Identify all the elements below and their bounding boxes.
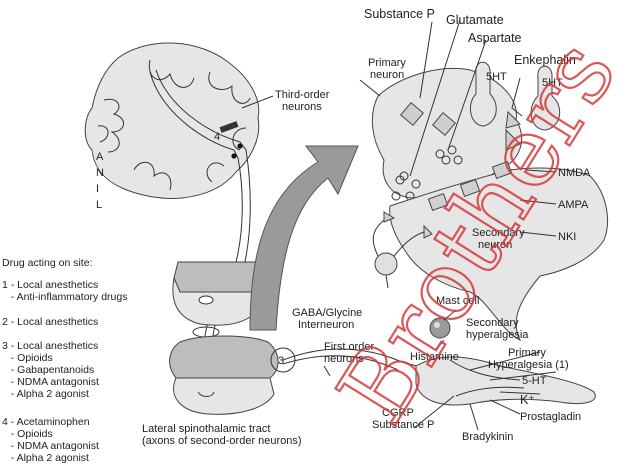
5ht-label-3: 5-HT <box>522 375 547 387</box>
glutamate-label: Glutamate <box>446 13 504 27</box>
primary-hyperalgesia-label-1: Primary <box>508 347 546 359</box>
synapse-dot <box>237 143 242 148</box>
drug-line: 4 - Acetaminophen <box>2 416 90 428</box>
drug-line: 3 - Local anesthetics <box>2 340 98 352</box>
brain-cortex <box>85 43 259 198</box>
third-order-label-1: Third-order <box>275 89 330 101</box>
drug-line: 1 - Local anesthetics <box>2 279 98 291</box>
anil-l: L <box>96 199 102 211</box>
lower-spinal-segment <box>170 336 295 414</box>
prostagladin-label: Prostagladin <box>520 411 581 423</box>
drug-line: - Gabapentanoids <box>2 364 94 376</box>
drug-line: - Opioids <box>2 352 53 364</box>
drug-line: 2 - Local anesthetics <box>2 316 98 328</box>
gaba-label-1: GABA/Glycine <box>292 307 362 319</box>
primary-neuron-label-1: Primary <box>368 57 406 69</box>
drug-list-title: Drug acting on site: <box>2 257 92 269</box>
third-order-label-2: neurons <box>282 101 322 113</box>
ampa-label: AMPA <box>558 199 589 211</box>
bradykinin-label: Bradykinin <box>462 431 513 443</box>
site-4-marker: 4 <box>214 131 220 143</box>
primary-neuron-label-2: neuron <box>370 69 404 81</box>
spinothalamic-label-1: Lateral spinothalamic tract <box>142 423 270 435</box>
site-3-marker: 3 <box>278 355 284 367</box>
nki-label: NKI <box>558 231 576 243</box>
drug-line: - Alpha 2 agonist <box>2 452 89 464</box>
drug-line: - NDMA antagonist <box>2 440 99 452</box>
aspartate-label: Aspartate <box>468 31 522 45</box>
substance-p-label: Substance P <box>364 7 435 21</box>
drug-line: - Opioids <box>2 428 53 440</box>
drug-line: - Anti-inflammatory drugs <box>2 291 127 303</box>
anil-a: A <box>96 151 104 163</box>
primary-hyperalgesia-label-2: Hyperalgesia (1) <box>488 359 569 371</box>
gaba-label-2: Interneuron <box>298 319 354 331</box>
zoom-arrow <box>250 146 358 330</box>
anil-i: I <box>96 183 99 195</box>
spinothalamic-label-2: (axons of second-order neurons) <box>142 435 302 447</box>
drug-list: Drug acting on site: 1 - Local anestheti… <box>2 257 127 464</box>
synapse-dot <box>231 153 236 158</box>
drug-line: - Alpha 2 agonist <box>2 388 89 400</box>
k-plus-marker: K⁺ <box>520 393 535 407</box>
drug-line: - NDMA antagonist <box>2 376 99 388</box>
anil-n: N <box>96 167 104 179</box>
